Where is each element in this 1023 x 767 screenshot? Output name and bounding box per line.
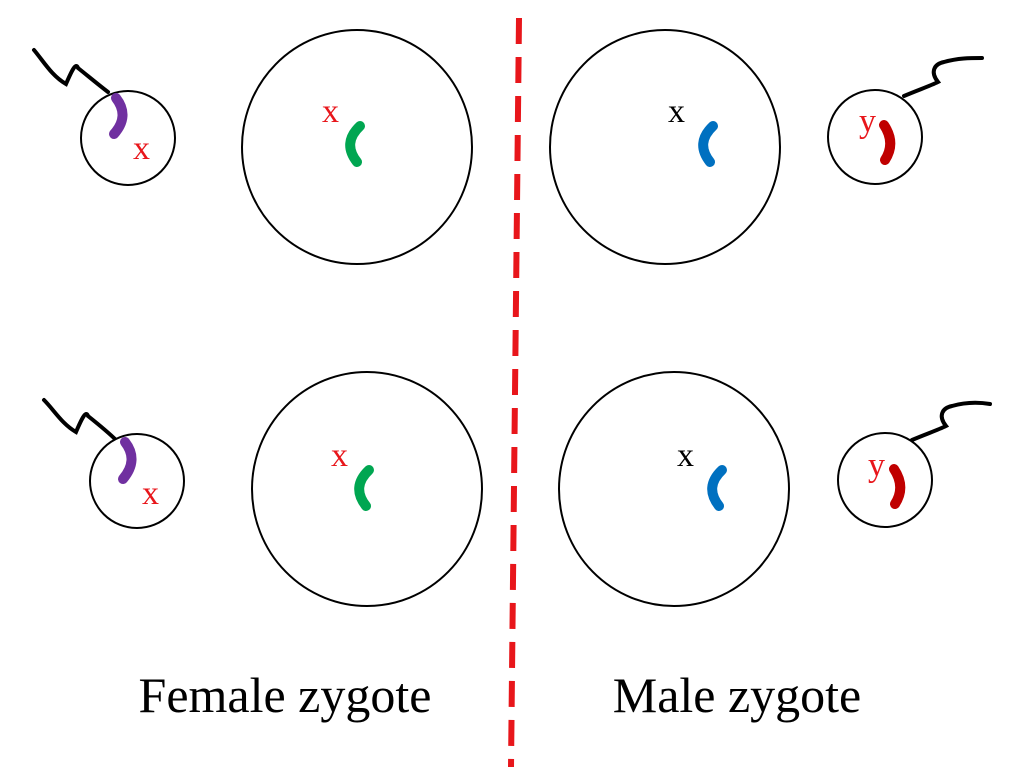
- chromosome-red: [889, 464, 906, 509]
- sperm-tail: [32, 48, 110, 94]
- row-1: x x x y: [32, 29, 984, 265]
- sperm-chromosome-label: x: [133, 130, 150, 167]
- female-sperm-1: x: [32, 48, 176, 186]
- egg-cell: [549, 29, 781, 265]
- sperm-tail: [42, 398, 118, 442]
- sperm-head: [89, 433, 185, 529]
- female-sperm-2: x: [42, 398, 185, 529]
- divider-line: [508, 17, 522, 767]
- egg-chromosome-label: x: [331, 437, 348, 474]
- male-egg-2: x: [558, 371, 790, 607]
- chromosome-green: [354, 465, 374, 511]
- sperm-tail: [902, 56, 984, 98]
- egg-chromosome-label: x: [677, 437, 694, 474]
- chromosome-purple: [109, 93, 128, 139]
- sperm-chromosome-label: y: [859, 103, 876, 140]
- egg-chromosome-label: x: [668, 93, 685, 130]
- male-sperm-1: y: [827, 56, 984, 185]
- chromosome-blue: [707, 465, 727, 511]
- egg-chromosome-label: x: [322, 93, 339, 130]
- chromosome-blue: [698, 121, 718, 167]
- sperm-head: [837, 432, 933, 528]
- male-sperm-2: y: [837, 400, 992, 528]
- chromosome-purple: [118, 437, 137, 484]
- sperm-head: [827, 89, 923, 185]
- male-egg-1: x: [549, 29, 781, 265]
- sperm-chromosome-label: x: [142, 475, 159, 512]
- egg-cell: [251, 371, 483, 607]
- sperm-chromosome-label: y: [868, 447, 885, 484]
- male-zygote-caption: Male zygote: [613, 667, 862, 723]
- row-2: x x x y: [42, 371, 992, 607]
- female-egg-2: x: [251, 371, 483, 607]
- egg-cell: [558, 371, 790, 607]
- sperm-head: [80, 90, 176, 186]
- female-egg-1: x: [241, 29, 473, 265]
- chromosome-green: [345, 121, 365, 167]
- female-zygote-caption: Female zygote: [139, 667, 432, 723]
- egg-cell: [241, 29, 473, 265]
- sperm-tail: [910, 400, 992, 442]
- chromosome-red: [879, 120, 896, 165]
